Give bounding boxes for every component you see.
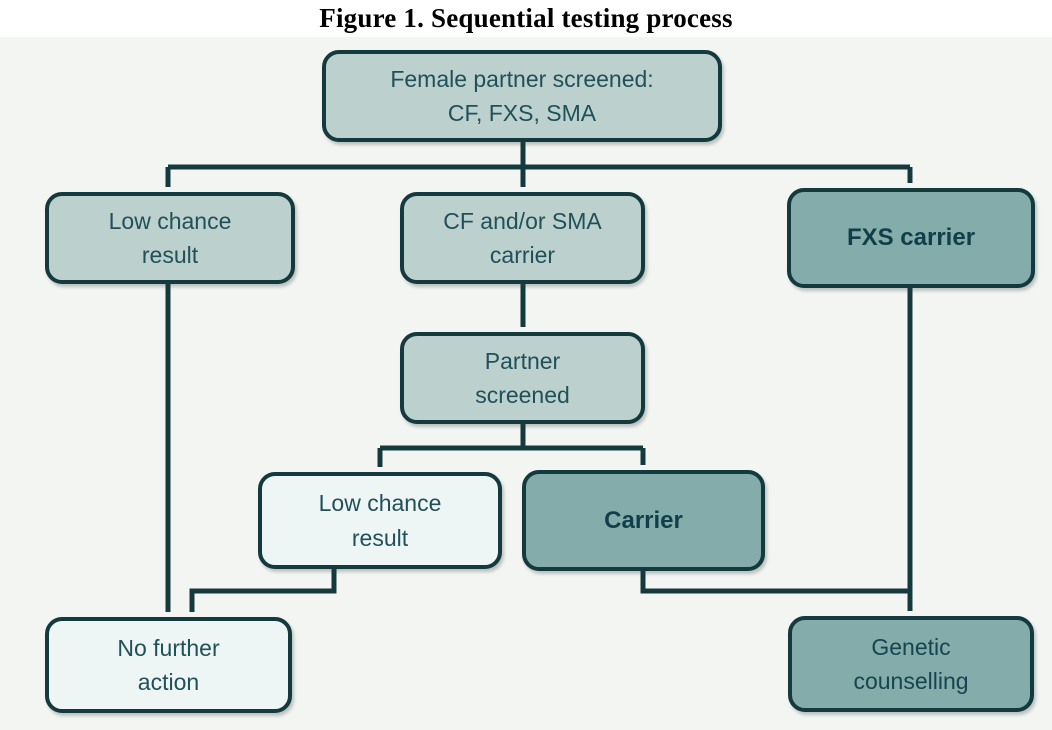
node-female-partner-screened: Female partner screened: CF, FXS, SMA	[322, 50, 722, 142]
node-low-chance-result-1: Low chance result	[45, 192, 295, 284]
node-partner-screened: Partner screened	[400, 332, 645, 424]
node-fxs-carrier: FXS carrier	[787, 188, 1035, 288]
node-genetic-counselling: Genetic counselling	[788, 616, 1034, 712]
edge-carrier-to-genetic	[640, 571, 908, 594]
figure-title: Figure 1. Sequential testing process	[319, 3, 733, 33]
node-low-chance-result-2: Low chance result	[258, 472, 502, 569]
edge-low-chance-2-to-no-action	[189, 569, 337, 612]
node-no-further-action: No further action	[45, 617, 292, 713]
node-cf-sma-carrier: CF and/or SMA carrier	[400, 192, 645, 284]
figure-title-strip: Figure 1. Sequential testing process	[0, 0, 1052, 37]
flowchart-canvas: Female partner screened: CF, FXS, SMA Lo…	[0, 37, 1052, 730]
connectors	[165, 142, 913, 612]
node-carrier: Carrier	[522, 470, 765, 571]
